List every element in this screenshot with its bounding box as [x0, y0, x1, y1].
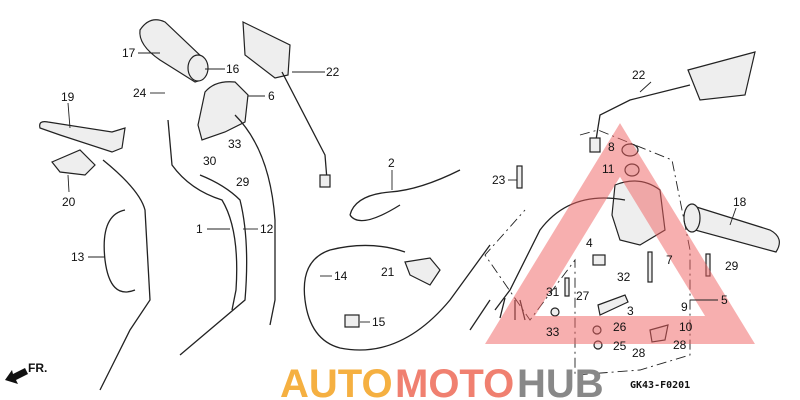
callout: 27	[576, 289, 590, 303]
watermark-logo: AUTO MOTO HUB	[280, 123, 755, 400]
callout: 23	[492, 173, 506, 187]
callout: 16	[226, 62, 240, 76]
callout: 32	[617, 270, 631, 284]
callout: 9	[681, 300, 688, 314]
callout: 21	[381, 265, 395, 279]
callout: 29	[725, 259, 739, 273]
callout: 22	[632, 68, 646, 82]
callout: 18	[733, 195, 747, 209]
callout: 13	[71, 250, 85, 264]
callout: 31	[546, 285, 560, 299]
callout: 28	[632, 346, 646, 360]
watermark-hub: HUB	[517, 362, 604, 400]
callout: 20	[62, 195, 76, 209]
callout: 19	[61, 90, 75, 104]
direction-label: FR.	[28, 361, 47, 375]
callout: 29	[236, 175, 250, 189]
grip-right	[683, 203, 780, 253]
callout: 33	[228, 137, 242, 151]
watermark-auto: AUTO	[280, 362, 393, 400]
mirror-right	[589, 51, 756, 153]
front-direction-arrow-icon	[5, 368, 28, 384]
callout: 6	[268, 89, 275, 103]
callout: 22	[326, 65, 340, 79]
callout: 30	[203, 154, 217, 168]
callout: 4	[586, 236, 593, 250]
callout: 1	[196, 222, 203, 236]
callout: 10	[679, 320, 693, 334]
callout: 5	[721, 293, 728, 307]
callout: 12	[260, 222, 274, 236]
callout: 7	[666, 253, 673, 267]
callouts-left: 17 16 22 24 6 19 33 30 29 2 20 1 12 13 1…	[61, 46, 395, 329]
callout: 25	[613, 339, 627, 353]
callout: 17	[122, 46, 136, 60]
callout: 15	[372, 315, 386, 329]
callout: 28	[673, 338, 687, 352]
callouts-right: 22 8 11 23 18 4 7 29 32 31 27 5 3 9 26 1…	[492, 68, 747, 360]
figure-code: GK43-F0201	[630, 380, 690, 391]
callout: 26	[613, 320, 627, 334]
clutch-lever	[39, 121, 126, 176]
watermark-moto: MOTO	[395, 362, 514, 400]
callout: 8	[608, 140, 615, 154]
cables-left	[99, 114, 491, 391]
callout: 3	[627, 304, 634, 318]
grip-left	[139, 19, 209, 83]
leader-lines	[67, 52, 737, 323]
switch-housing-left	[197, 81, 249, 141]
callout: 11	[602, 162, 615, 176]
mirror-left	[242, 21, 331, 188]
callout: 24	[133, 86, 147, 100]
callout: 2	[388, 156, 395, 170]
callout: 33	[546, 325, 560, 339]
callout: 14	[334, 269, 348, 283]
